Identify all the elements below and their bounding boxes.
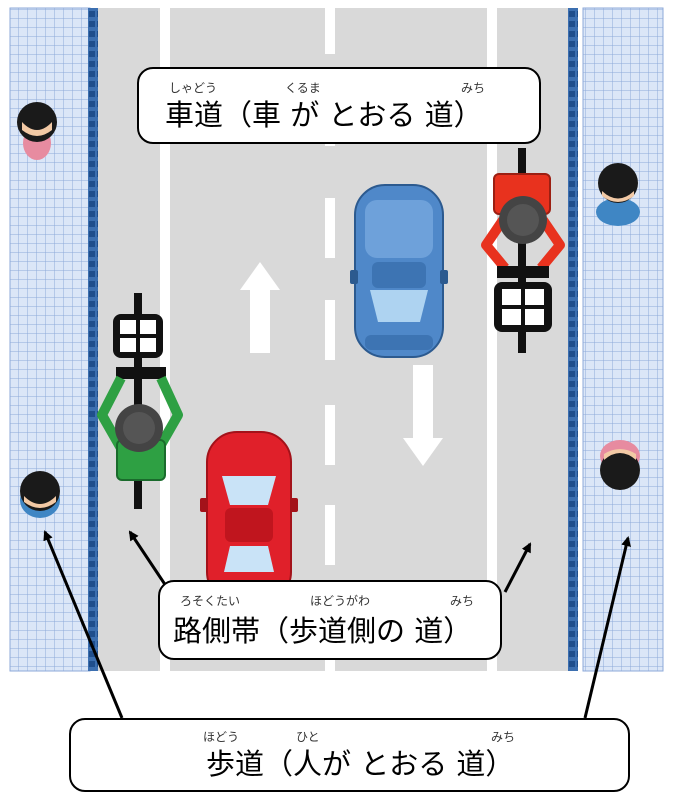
car-icon <box>200 431 298 603</box>
ruby-rosokutai: ろそくたい <box>180 594 241 608</box>
ruby-michi: みち <box>491 730 516 744</box>
right-shoulder-line <box>487 8 497 671</box>
ruby-hodougawa: ほどうがわ <box>310 594 371 608</box>
arrow-up-icon <box>240 262 280 353</box>
person-icon <box>596 163 640 226</box>
ruby-kuruma: くるま <box>285 81 321 95</box>
sidewalk-label: ほどう ひと みち 歩道（人が とおる 道） <box>69 718 630 792</box>
roadway-label: しゃどう くるま みち 車道（車 が とおる 道） <box>137 67 541 144</box>
ruby-shadou: しゃどう <box>169 81 218 95</box>
shoulder-label: ろそくたい ほどうがわ みち 路側帯（歩道側の 道） <box>158 580 502 660</box>
arrow-down-icon <box>403 365 443 466</box>
bicycle-icon <box>481 148 565 353</box>
person-icon <box>600 440 640 490</box>
ruby-hodou: ほどう <box>203 730 240 744</box>
person-icon <box>20 471 60 518</box>
bicycle-icon <box>97 293 183 509</box>
person-icon <box>17 102 57 160</box>
left-shoulder-line <box>160 8 170 671</box>
shoulder-label-text: 路側帯（歩道側の 道） <box>173 614 473 648</box>
car-icon <box>350 184 448 358</box>
sidewalk-label-text: 歩道（人が とおる 道） <box>206 747 515 781</box>
right-sidewalk <box>582 7 664 672</box>
pointer-arrows <box>43 530 632 719</box>
right-curb <box>568 8 578 671</box>
ruby-hito: ひと <box>296 730 320 744</box>
ruby-michi: みち <box>450 594 475 608</box>
roadway-label-text: 車道（車 が とおる 道） <box>165 98 483 132</box>
left-curb <box>88 8 98 671</box>
ruby-michi: みち <box>461 81 486 95</box>
